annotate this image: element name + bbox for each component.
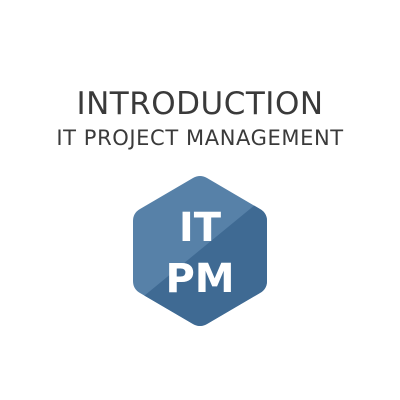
- page-title: INTRODUCTION: [76, 86, 324, 122]
- hexagon-dark-half: [133, 195, 267, 326]
- hexagon-logo-graphic: IT PM: [133, 176, 267, 326]
- logo-line-2: PM: [165, 256, 234, 302]
- hexagon-logo-icon: IT PM: [133, 175, 267, 327]
- logo-line-1: IT: [179, 205, 222, 251]
- page-subtitle: IT PROJECT MANAGEMENT: [56, 126, 344, 150]
